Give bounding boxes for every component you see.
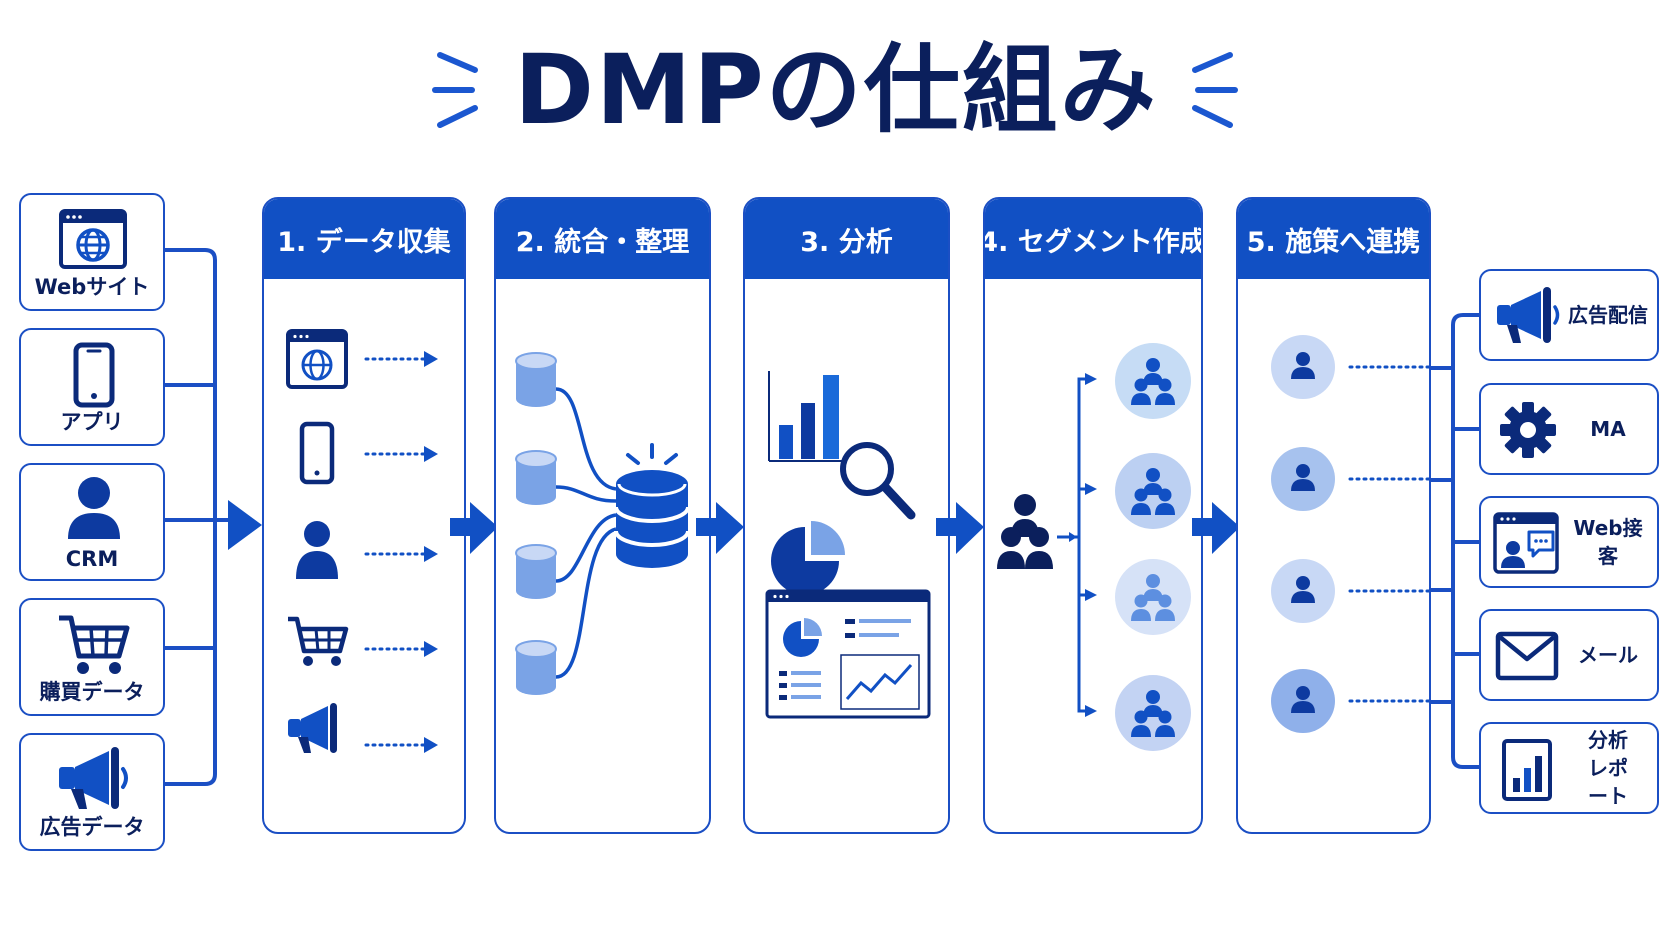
source-label: 広告データ (39, 815, 145, 839)
report-chart-icon (1502, 739, 1552, 801)
cylinder-icon (515, 352, 557, 407)
flow-arrow (450, 502, 498, 554)
flow-arrow (936, 502, 984, 554)
output-label: MA (1590, 417, 1626, 441)
source-label: CRM (65, 547, 119, 571)
user-circle-icon (1271, 669, 1335, 733)
segment-group-icon (1115, 675, 1191, 751)
flow-arrow (696, 502, 744, 554)
megaphone-icon (59, 747, 128, 809)
output-label: 分析レポート (1588, 728, 1628, 808)
segment-group-icon (1115, 559, 1191, 635)
output-ma: MA (1479, 383, 1659, 475)
page-title: DMPの仕組み (514, 34, 1158, 146)
stage-analysis: 3. 分析 (743, 197, 950, 834)
database-icon (614, 470, 690, 568)
shopping-cart-icon (288, 616, 349, 666)
mail-icon (1495, 631, 1559, 681)
user-circle-icon (1271, 559, 1335, 623)
source-label: Webサイト (34, 275, 150, 299)
stage-integration: 2. 統合・整理 (494, 197, 711, 834)
stage-activation: 5. 施策へ連携 (1236, 197, 1431, 834)
source-website: Webサイト (19, 193, 165, 311)
group-icon (997, 494, 1053, 569)
output-label: メール (1578, 643, 1638, 667)
stage-header: 3. 分析 (745, 199, 948, 279)
sparkle-right-icon (1192, 52, 1238, 128)
source-crm: CRM (19, 463, 165, 581)
source-app: アプリ (19, 328, 165, 446)
user-circle-icon (1271, 447, 1335, 511)
magnifier-icon (840, 442, 916, 520)
stage-header: 4. セグメント作成 (985, 199, 1201, 279)
dashboard-icon (765, 589, 931, 719)
source-ad: 広告データ (19, 733, 165, 851)
segment-group-icon (1115, 453, 1191, 529)
cylinder-icon (515, 640, 557, 695)
person-icon (296, 521, 338, 579)
analysis-icons (765, 371, 931, 719)
output-web-engagement: Web接客 (1479, 496, 1659, 588)
activation-icons (1271, 335, 1429, 733)
person-icon (68, 477, 120, 539)
output-ad-delivery: 広告配信 (1479, 269, 1659, 361)
output-connector (1431, 313, 1479, 769)
cylinder-icon (515, 544, 557, 599)
output-email: メール (1479, 609, 1659, 701)
sparkle-left-icon (432, 52, 478, 128)
megaphone-icon (1497, 287, 1560, 343)
integration-icons (515, 352, 690, 695)
source-label: アプリ (60, 410, 124, 434)
gear-icon (1500, 402, 1556, 458)
pie-chart-icon (771, 521, 845, 595)
segmentation-icons (997, 343, 1191, 751)
stage-header: 1. データ収集 (264, 199, 464, 279)
stage-header: 2. 統合・整理 (496, 199, 709, 279)
smartphone-icon (73, 342, 115, 408)
web-chat-icon (1493, 512, 1559, 574)
megaphone-icon (288, 703, 337, 753)
browser-globe-icon (59, 209, 127, 269)
bar-chart-icon (768, 371, 855, 462)
output-label: Web接客 (1573, 516, 1643, 568)
collection-icons (286, 329, 438, 753)
source-purchase: 購買データ (19, 598, 165, 716)
output-analytics-report: 分析レポート (1479, 722, 1659, 814)
shopping-cart-icon (59, 615, 130, 674)
flow-arrow (1192, 502, 1240, 554)
browser-globe-icon (286, 329, 348, 389)
smartphone-icon (299, 421, 335, 485)
stage-data-collection: 1. データ収集 (262, 197, 466, 834)
stage-header: 5. 施策へ連携 (1238, 199, 1429, 279)
source-connector (165, 248, 262, 786)
source-label: 購買データ (39, 680, 145, 704)
output-label: 広告配信 (1568, 303, 1648, 327)
stage-segmentation: 4. セグメント作成 (983, 197, 1203, 834)
segment-group-icon (1115, 343, 1191, 419)
user-circle-icon (1271, 335, 1335, 399)
cylinder-icon (515, 450, 557, 505)
